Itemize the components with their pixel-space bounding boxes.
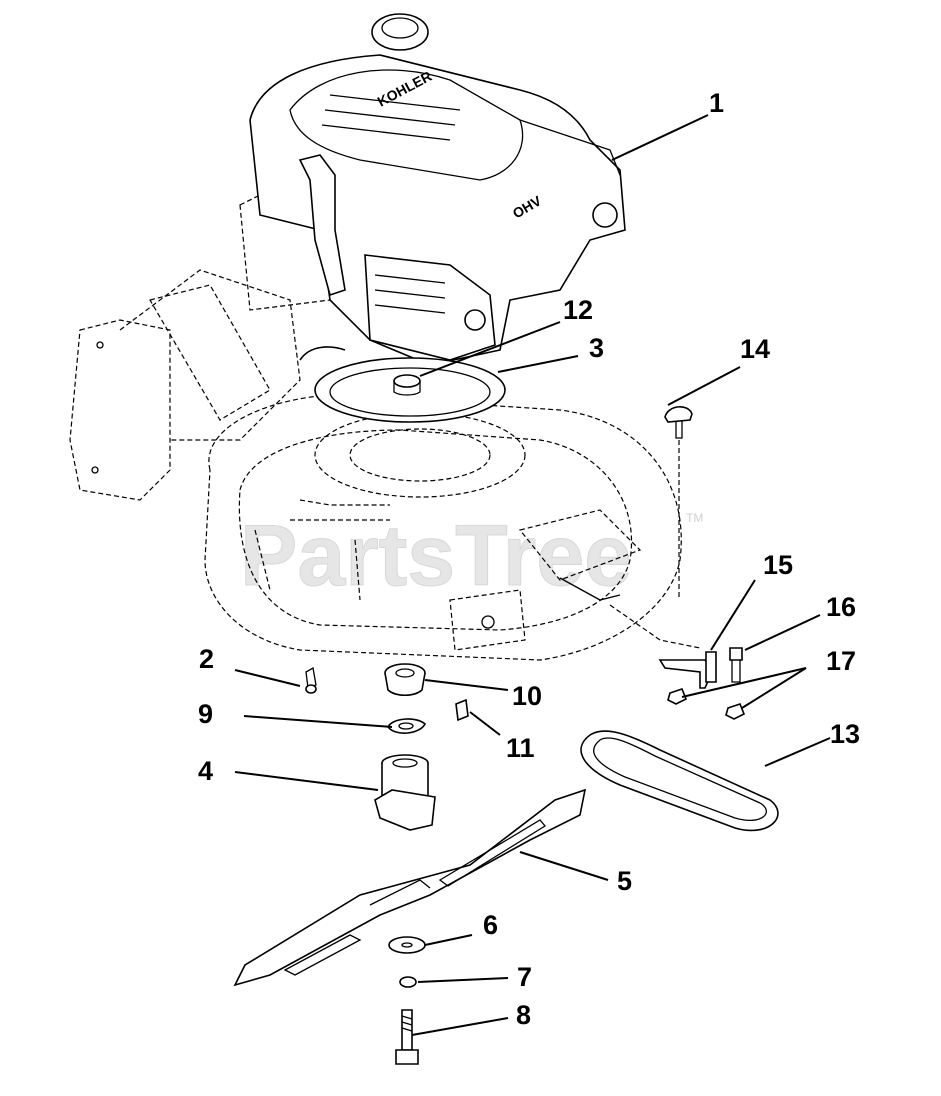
callout-labels: 1 2 3 4 5 6 7 8 9 10 11 12 13 14 15 16 1…: [198, 88, 860, 1030]
callout-15: 15: [763, 550, 793, 580]
callout-9: 9: [198, 699, 213, 729]
small-parts: [305, 663, 469, 1065]
callout-11: 11: [506, 733, 535, 763]
callout-2: 2: [199, 644, 214, 674]
leader-lines: [234, 114, 831, 1036]
callout-12: 12: [563, 295, 593, 325]
callout-17: 17: [826, 646, 856, 676]
callout-3: 3: [589, 333, 604, 363]
belt: [580, 730, 779, 832]
callout-13: 13: [830, 719, 860, 749]
right-hardware: [609, 406, 746, 720]
rear-bracket: [69, 194, 331, 501]
callout-7: 7: [517, 962, 532, 992]
watermark-trademark: TM: [686, 511, 703, 525]
callout-1: 1: [709, 88, 724, 118]
callout-4: 4: [198, 756, 213, 786]
callout-10: 10: [512, 681, 542, 711]
callout-16: 16: [826, 592, 856, 622]
watermark-text: PartsTree: [240, 508, 632, 604]
blade: [233, 788, 587, 987]
callout-6: 6: [483, 910, 498, 940]
callout-5: 5: [617, 866, 632, 896]
engine: KOHLER OHV: [249, 13, 626, 366]
engine-adapter-plate: [299, 346, 506, 423]
callout-8: 8: [516, 1000, 531, 1030]
mower-deck: [204, 394, 682, 661]
watermark: PartsTree TM: [240, 508, 704, 605]
callout-14: 14: [740, 334, 770, 364]
